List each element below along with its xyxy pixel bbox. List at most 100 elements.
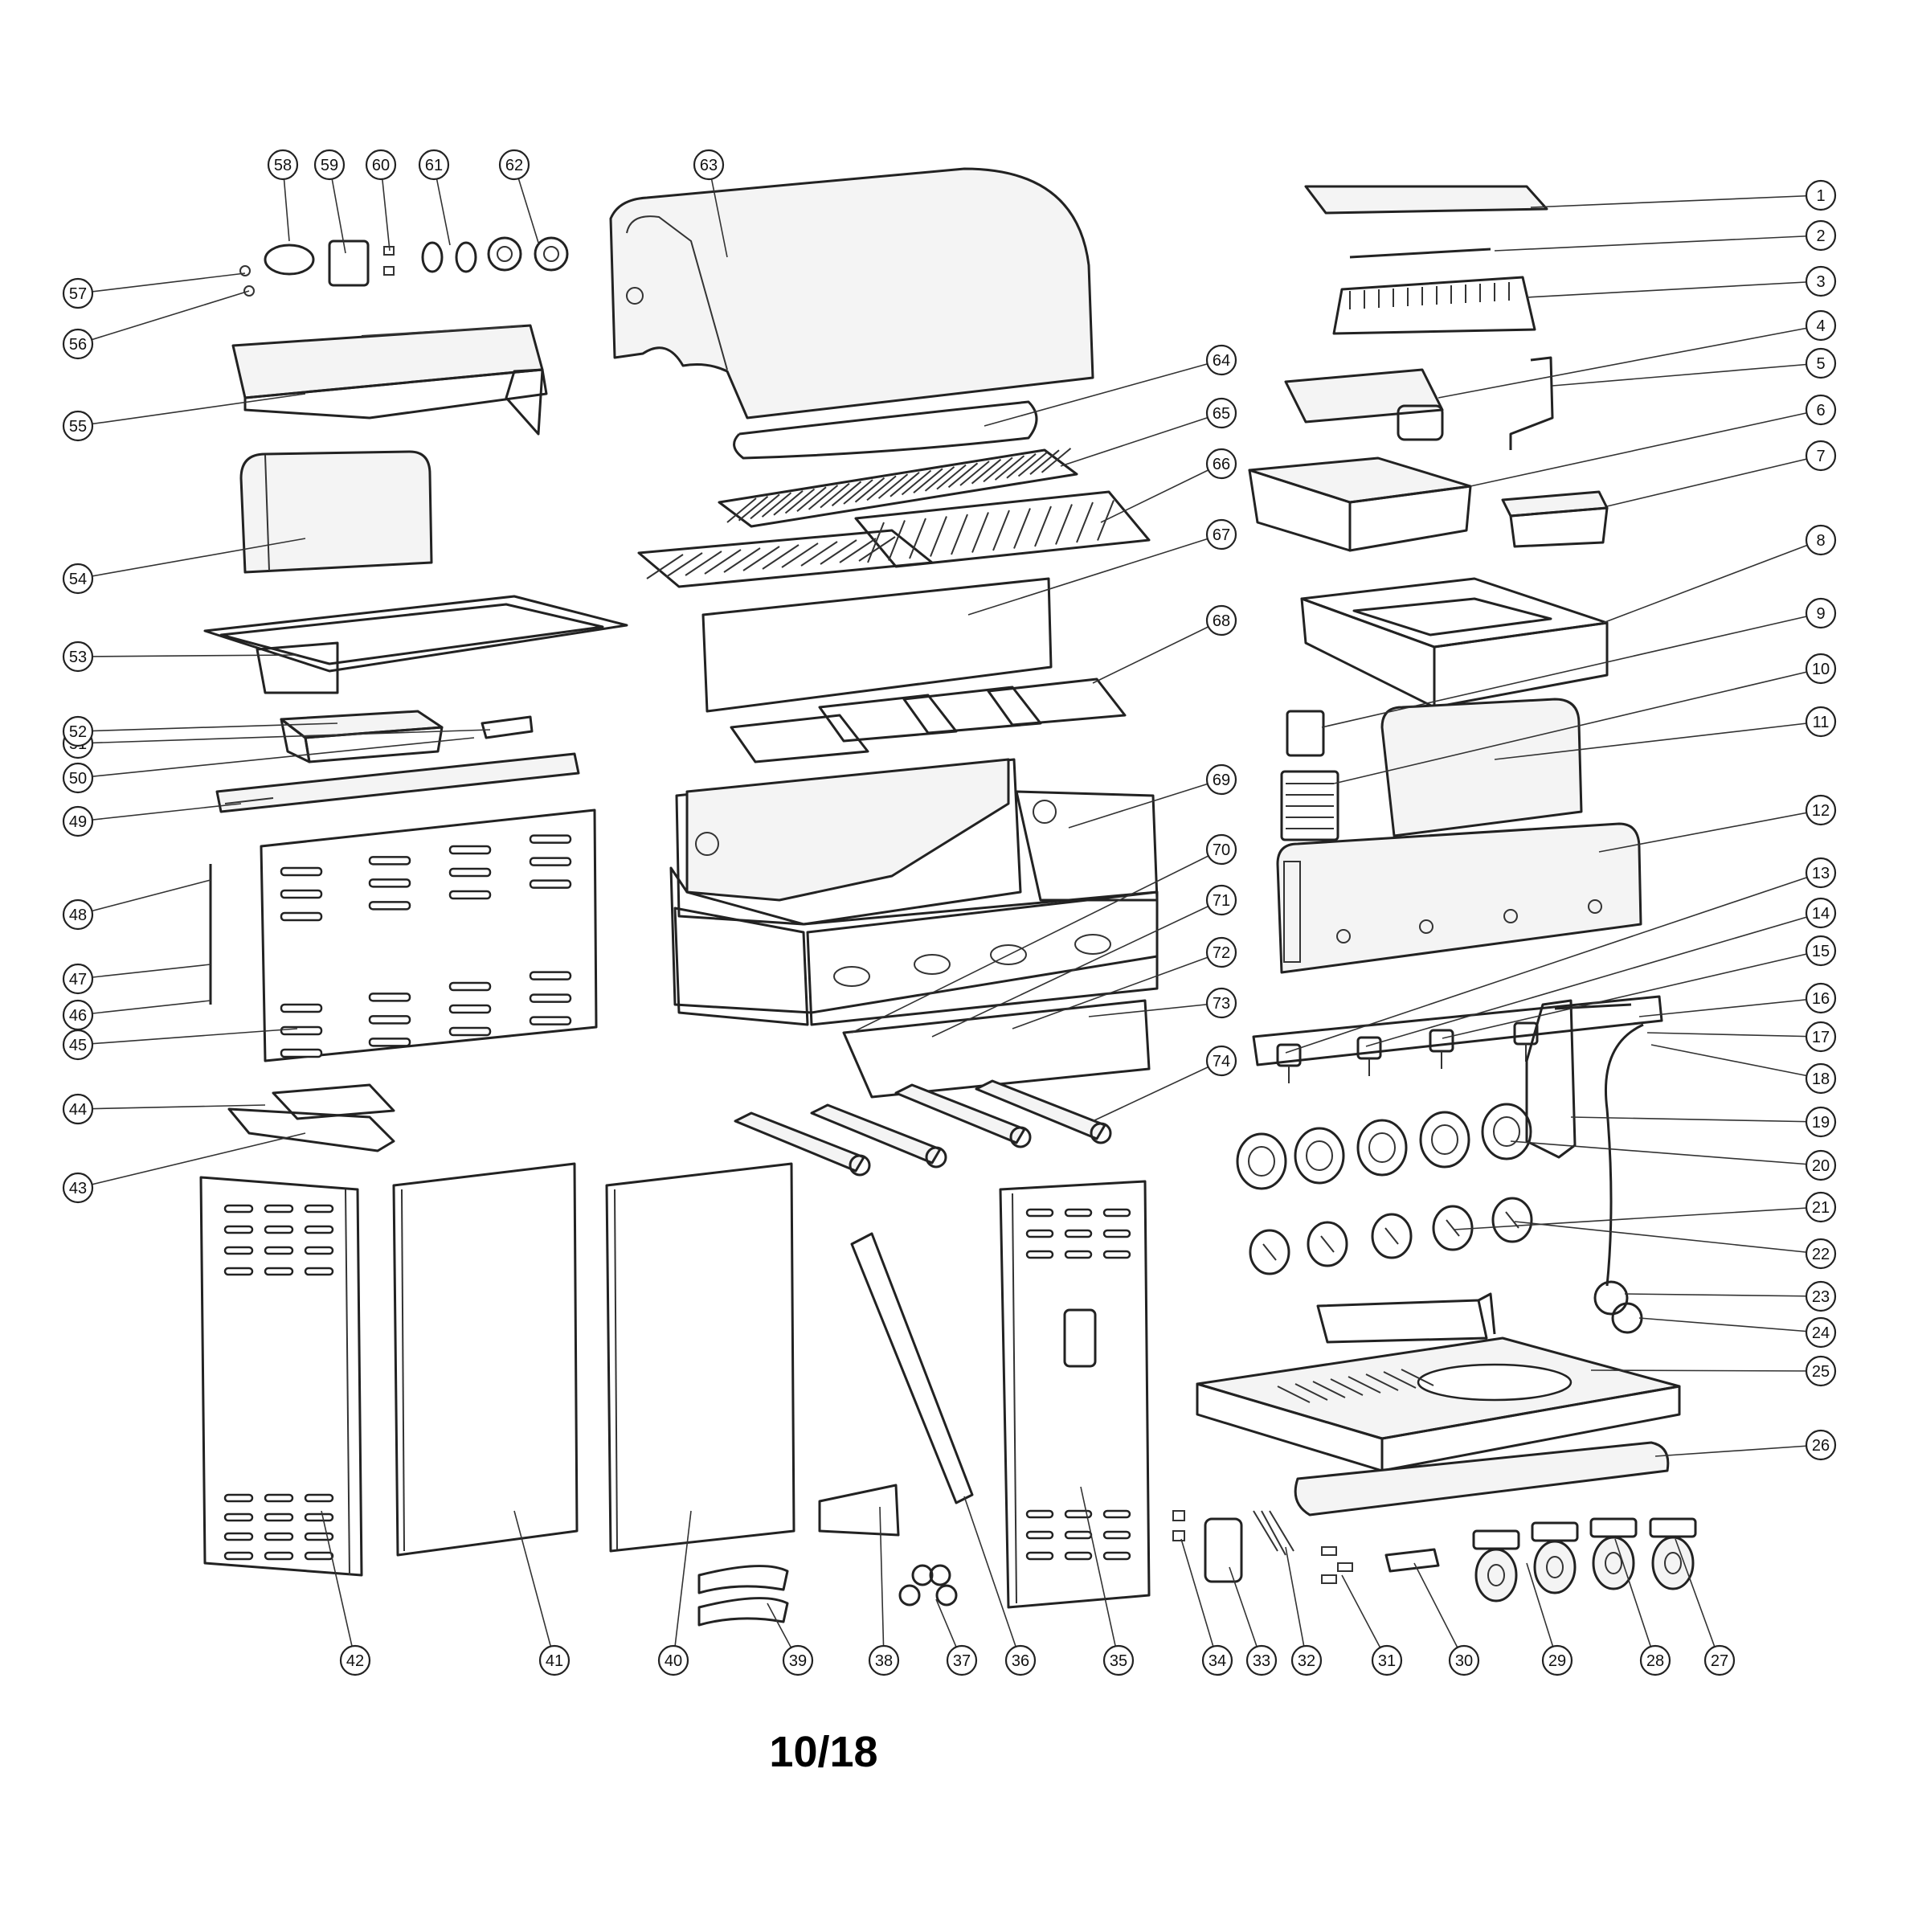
callout-number: 44 — [69, 1101, 87, 1119]
callout-73: 73 — [1205, 987, 1237, 1019]
callout-number: 50 — [69, 770, 87, 788]
callout-number: 6 — [1816, 402, 1825, 420]
leader-line-15 — [1442, 950, 1822, 1039]
callout-number: 24 — [1812, 1324, 1830, 1342]
callout-45: 45 — [62, 1029, 94, 1061]
callout-64: 64 — [1205, 344, 1237, 376]
leader-line-22 — [1514, 1221, 1822, 1255]
callout-number: 64 — [1213, 352, 1230, 370]
leader-line-3 — [1526, 280, 1822, 298]
callout-30: 30 — [1448, 1644, 1480, 1676]
callout-42: 42 — [339, 1644, 371, 1676]
callout-number: 70 — [1213, 841, 1230, 859]
callout-number: 12 — [1812, 802, 1830, 820]
callout-number: 2 — [1816, 227, 1825, 245]
callout-48: 48 — [62, 898, 94, 931]
callout-number: 13 — [1812, 865, 1830, 882]
leader-line-54 — [77, 538, 306, 579]
leader-line-56 — [77, 290, 250, 345]
leader-line-14 — [1365, 912, 1822, 1047]
callout-41: 41 — [538, 1644, 571, 1676]
callout-number: 30 — [1455, 1652, 1473, 1670]
callout-number: 25 — [1812, 1363, 1830, 1381]
leader-line-31 — [1341, 1574, 1388, 1661]
leader-line-55 — [77, 393, 306, 427]
callout-number: 3 — [1816, 273, 1825, 291]
side-burner-group — [1172, 185, 1697, 1602]
leader-line-63 — [708, 164, 728, 258]
callout-2: 2 — [1805, 219, 1837, 252]
callout-40: 40 — [657, 1644, 689, 1676]
callout-8: 8 — [1805, 524, 1837, 556]
callout-number: 53 — [69, 649, 87, 666]
callout-number: 22 — [1812, 1246, 1830, 1263]
leader-line-4 — [1438, 325, 1822, 399]
callout-58: 58 — [267, 149, 299, 181]
callout-number: 45 — [69, 1037, 87, 1054]
callout-71: 71 — [1205, 884, 1237, 916]
callout-number: 49 — [69, 813, 87, 831]
leader-line-46 — [77, 1000, 211, 1016]
callout-44: 44 — [62, 1093, 94, 1125]
leader-line-71 — [931, 899, 1222, 1038]
leader-line-74 — [1092, 1060, 1222, 1122]
leader-line-16 — [1638, 997, 1822, 1017]
callout-74: 74 — [1205, 1045, 1237, 1077]
leader-line-48 — [77, 879, 211, 915]
callout-number: 14 — [1812, 905, 1830, 923]
callout-number: 1 — [1816, 187, 1825, 205]
leader-line-26 — [1654, 1444, 1822, 1457]
callout-22: 22 — [1805, 1238, 1837, 1270]
callout-number: 33 — [1253, 1652, 1270, 1670]
callout-number: 31 — [1378, 1652, 1396, 1670]
callout-46: 46 — [62, 999, 94, 1031]
leader-line-32 — [1285, 1546, 1307, 1661]
callout-number: 10 — [1812, 661, 1830, 678]
leader-line-45 — [77, 1028, 298, 1046]
callout-17: 17 — [1805, 1021, 1837, 1053]
callout-number: 48 — [69, 907, 87, 924]
callout-18: 18 — [1805, 1062, 1837, 1095]
callout-number: 18 — [1812, 1070, 1830, 1088]
leader-line-53 — [77, 654, 298, 657]
callout-number: 60 — [372, 157, 390, 174]
callout-13: 13 — [1805, 857, 1837, 889]
leader-line-13 — [1285, 872, 1822, 1054]
callout-number: 9 — [1816, 605, 1825, 623]
callout-number: 38 — [875, 1652, 893, 1670]
callout-49: 49 — [62, 805, 94, 837]
leader-line-27 — [1675, 1538, 1720, 1661]
callout-number: 21 — [1812, 1199, 1830, 1217]
callout-number: 32 — [1298, 1652, 1315, 1670]
leader-line-19 — [1570, 1116, 1822, 1123]
callout-10: 10 — [1805, 653, 1837, 685]
leader-line-43 — [77, 1132, 306, 1189]
leader-line-29 — [1526, 1562, 1558, 1661]
callout-number: 8 — [1816, 532, 1825, 550]
callout-20: 20 — [1805, 1149, 1837, 1181]
callout-68: 68 — [1205, 604, 1237, 636]
callout-number: 39 — [789, 1652, 807, 1670]
callout-number: 35 — [1110, 1652, 1127, 1670]
callout-47: 47 — [62, 963, 94, 995]
leader-line-6 — [1470, 409, 1822, 487]
callout-6: 6 — [1805, 394, 1837, 426]
callout-number: 71 — [1213, 892, 1230, 910]
callout-21: 21 — [1805, 1191, 1837, 1223]
leader-line-73 — [1088, 1002, 1222, 1017]
leader-line-47 — [77, 964, 211, 980]
leader-line-1 — [1530, 194, 1822, 208]
leader-line-57 — [77, 272, 246, 294]
callout-23: 23 — [1805, 1280, 1837, 1312]
callout-number: 29 — [1548, 1652, 1566, 1670]
callout-number: 74 — [1213, 1053, 1230, 1070]
leader-line-23 — [1624, 1293, 1822, 1297]
callout-number: 34 — [1209, 1652, 1226, 1670]
callout-number: 69 — [1213, 772, 1230, 789]
leader-line-72 — [1012, 952, 1222, 1029]
callout-number: 16 — [1812, 990, 1830, 1008]
callout-38: 38 — [868, 1644, 900, 1676]
callout-55: 55 — [62, 410, 94, 442]
